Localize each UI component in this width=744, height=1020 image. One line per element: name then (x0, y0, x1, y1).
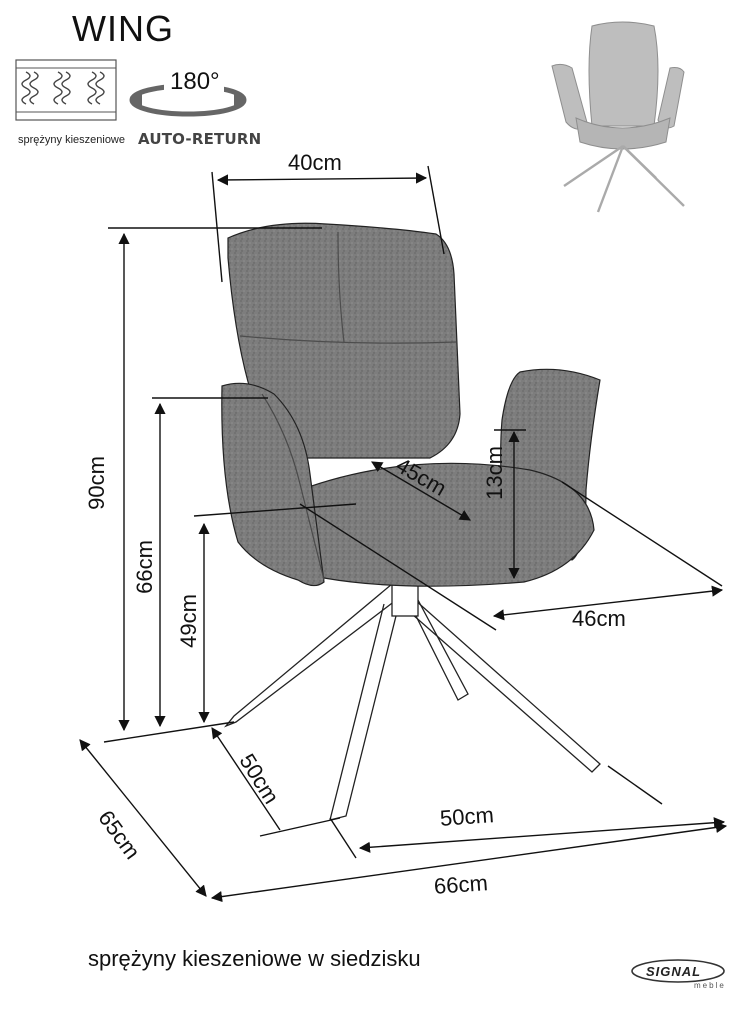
armrest-above-seat-label: 13cm (481, 446, 507, 500)
footer-caption: sprężyny kieszeniowe w siedzisku (88, 946, 421, 971)
back-width-label: 40cm (288, 150, 342, 175)
rotation-arrow-icon (129, 74, 247, 117)
signal-logo: SIGNAL meble (630, 958, 726, 992)
seat-width-label: 46cm (572, 606, 626, 631)
rotation-degrees: 180° (170, 68, 220, 95)
pocket-springs-icon (15, 59, 117, 121)
auto-return-label: AUTO-RETURN (138, 130, 262, 148)
chair-preview-image (551, 21, 685, 213)
pocket-springs-label: sprężyny kieszeniowe (18, 134, 125, 146)
armrest-height-label: 66cm (131, 540, 157, 594)
base-width-label: 50cm (439, 802, 495, 831)
overall-width-label: 66cm (433, 870, 489, 899)
logo-sub: meble (694, 981, 726, 990)
total-height-label: 90cm (83, 456, 109, 510)
logo-brand: SIGNAL (646, 964, 702, 979)
seat-height-label: 49cm (175, 594, 201, 648)
product-title: WING (72, 8, 174, 49)
logo-swoosh-icon (631, 959, 725, 983)
